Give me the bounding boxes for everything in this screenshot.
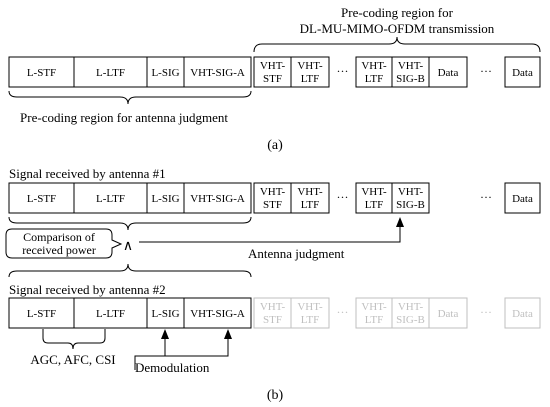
frame-antenna1 (8, 182, 541, 214)
ellipsis-2: ··· (480, 64, 492, 78)
a2-field-data-1 (428, 297, 468, 329)
frame-a-labels: L-STF L-LTF L-SIG VHT-SIG-A VHT- STF VHT… (27, 60, 533, 85)
field-lltf-label: L-LTF (96, 67, 125, 79)
demodulation-label: Demodulation (135, 360, 210, 375)
a2-field-vhtltf-1 (290, 297, 330, 329)
field-vhtltfn-label-1: VHT- (361, 60, 387, 72)
a2-vhtstf-label-1: VHT- (260, 301, 286, 313)
a2-lsig-label: L-SIG (151, 308, 179, 320)
a2-vhtsiga-label: VHT-SIG-A (190, 308, 245, 320)
field-vhtltf1-label-2: LTF (301, 73, 320, 85)
a1-vhtltfn-label-1: VHT- (361, 186, 387, 198)
frame-antenna1-labels: L-STF L-LTF L-SIG VHT-SIG-A VHT- STF VHT… (27, 186, 533, 211)
a1-vhtltfn-label-2: LTF (365, 199, 384, 211)
a1-vhtsigb-label-2: SIG-B (396, 199, 425, 211)
a1-ellipsis-1: ··· (337, 190, 349, 204)
a2-vhtltfn-label-2: LTF (365, 314, 384, 326)
precoding-antenna-label: Pre-coding region for antenna judgment (20, 110, 228, 125)
field-vhtsiga-label: VHT-SIG-A (190, 67, 245, 79)
a1-vhtltf1-label-1: VHT- (297, 186, 323, 198)
a1-data2-label: Data (512, 193, 533, 205)
agc-label: AGC, AFC, CSI (30, 352, 115, 367)
demodulation-arrowhead-lsig (161, 329, 169, 339)
a1-vhtstf-label-2: STF (263, 199, 282, 211)
a1-field-vhtsiga (183, 182, 252, 214)
precoding-dlmu-brace (253, 36, 541, 53)
antenna-judgment-label: Antenna judgment (248, 246, 345, 261)
caption-b: (b) (267, 388, 284, 403)
a2-vhtsigb-label-1: VHT- (398, 301, 424, 313)
frame-antenna2 (8, 297, 541, 329)
field-data-1 (428, 56, 468, 88)
antenna-judgment-arrow (139, 226, 401, 243)
a1-field-data-2 (504, 182, 541, 214)
part-a: Pre-coding region for DL-MU-MIMO-OFDM tr… (8, 5, 541, 153)
ellipsis-1: ··· (337, 64, 349, 78)
a1-vhtsigb-label-1: VHT- (398, 186, 424, 198)
a1-vhtltf1-label-2: LTF (301, 199, 320, 211)
comparison-callout (5, 228, 123, 259)
demodulation-line (134, 338, 229, 370)
a2-field-data-2 (504, 297, 541, 329)
a1-lltf-label: L-LTF (96, 193, 125, 205)
field-lsig-label: L-SIG (151, 67, 179, 79)
a2-vhtstf-label-2: STF (263, 314, 282, 326)
a2-ellipsis-2: ··· (480, 305, 492, 319)
a2-data2-label: Data (512, 308, 533, 320)
field-data-2 (504, 56, 541, 88)
comparison-symbol: ∧ (123, 239, 133, 254)
a2-vhtltf1-label-1: VHT- (297, 301, 323, 313)
a2-field-vhtsiga (183, 297, 252, 329)
a1-vhtsiga-label: VHT-SIG-A (190, 193, 245, 205)
antenna1-brace (8, 216, 252, 231)
field-data1-label: Data (438, 67, 459, 79)
field-vhtltf1-label-1: VHT- (297, 60, 323, 72)
agc-bracket (42, 329, 106, 350)
caption-a: (a) (267, 138, 283, 153)
field-vhtsiga (183, 56, 252, 88)
precoding-dlmu-label-line2: DL-MU-MIMO-OFDM transmission (300, 21, 495, 36)
a2-ellipsis-1: ··· (337, 305, 349, 319)
a1-lsig-label: L-SIG (151, 193, 179, 205)
field-data2-label: Data (512, 67, 533, 79)
a2-lltf-label: L-LTF (96, 308, 125, 320)
antenna1-label: Signal received by antenna #1 (9, 166, 166, 181)
a2-lstf-label: L-STF (27, 308, 56, 320)
field-vhtsigb-label-2: SIG-B (396, 73, 425, 85)
a1-field-vhtsigb (391, 182, 430, 214)
part-b: Signal received by antenna #1 L-STF L-LT… (5, 166, 541, 403)
frame-a (8, 56, 541, 88)
frame-antenna2-labels: L-STF L-LTF L-SIG VHT-SIG-A VHT- STF VHT… (27, 301, 533, 326)
field-vhtstf-label-1: VHT- (260, 60, 286, 72)
antenna2-brace (8, 263, 252, 278)
antenna2-label: Signal received by antenna #2 (9, 282, 166, 297)
a1-field-vhtltf-1 (290, 182, 330, 214)
a2-data1-label: Data (438, 308, 459, 320)
a2-vhtsigb-label-2: SIG-B (396, 314, 425, 326)
precoding-antenna-brace (8, 90, 252, 105)
precoding-dlmu-label-line1: Pre-coding region for (341, 5, 454, 20)
field-lstf-label: L-STF (27, 67, 56, 79)
field-vhtltfn-label-2: LTF (365, 73, 384, 85)
a2-vhtltfn-label-1: VHT- (361, 301, 387, 313)
a1-lstf-label: L-STF (27, 193, 56, 205)
a2-vhtltf1-label-2: LTF (301, 314, 320, 326)
a1-ellipsis-2: ··· (480, 190, 492, 204)
comparison-label-line1: Comparison of (23, 230, 95, 244)
field-vhtltf-1 (290, 56, 330, 88)
demodulation-arrowhead-vhtsiga (224, 329, 232, 339)
antenna-judgment-arrowhead (396, 217, 404, 227)
a1-vhtstf-label-1: VHT- (260, 186, 286, 198)
comparison-label-line2: received power (22, 243, 96, 257)
field-vhtsigb-label-1: VHT- (398, 60, 424, 72)
field-vhtstf-label-2: STF (263, 73, 282, 85)
